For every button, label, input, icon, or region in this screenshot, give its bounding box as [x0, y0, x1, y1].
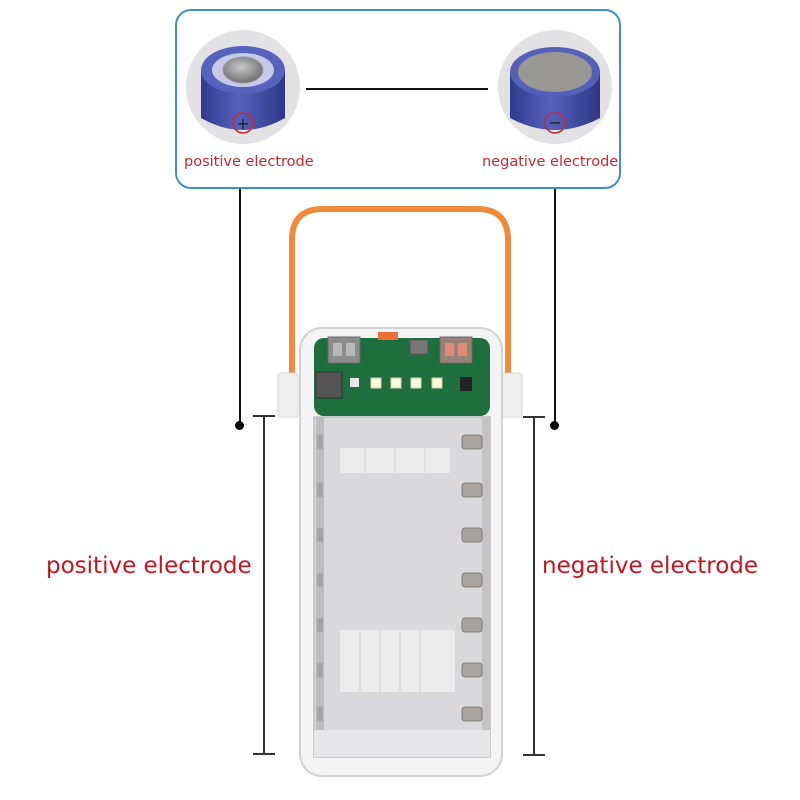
- positive-symbol: +: [236, 114, 249, 133]
- positive-leader-dot: [235, 421, 244, 430]
- negative-symbol: −: [548, 113, 561, 132]
- micro-usb-port: [409, 339, 429, 355]
- cell-connector-line: [306, 88, 488, 90]
- positive-leader-line: [239, 189, 241, 425]
- right-bracket-bottom-cap: [523, 754, 545, 756]
- right-negative-electrode-label: negative electrode: [542, 553, 759, 579]
- spring-contacts: [461, 434, 483, 722]
- led-indicators: [350, 377, 443, 389]
- negative-leader-dot: [550, 421, 559, 430]
- orange-handle: [289, 206, 511, 410]
- positive-battery-cell-icon: +: [201, 46, 285, 134]
- left-bracket-line: [263, 415, 265, 754]
- right-bracket-line: [533, 416, 535, 755]
- callout-positive-label: positive electrode: [184, 154, 314, 170]
- usb-port-a-2: [439, 336, 473, 364]
- usb-port-a-1: [327, 336, 361, 364]
- negative-battery-cell-icon: −: [510, 47, 600, 134]
- left-bracket-bottom-cap: [253, 753, 275, 755]
- battery-compartment: [313, 416, 491, 758]
- negative-leader-line: [554, 189, 556, 425]
- power-bank-case-image: [277, 206, 523, 777]
- callout-negative-label: negative electrode: [482, 154, 619, 170]
- left-positive-electrode-label: positive electrode: [46, 553, 252, 579]
